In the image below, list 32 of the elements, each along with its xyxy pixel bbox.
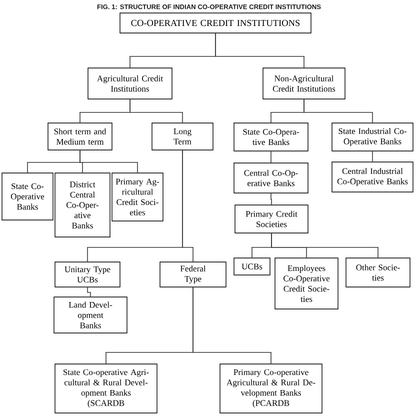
- connector-line: [304, 98, 373, 124]
- institution-box: CO-OPERATIVE CREDIT INSTITUTIONS: [120, 12, 312, 34]
- institution-box: Primary Ag- ricultural Credit Soci- eties: [112, 172, 164, 222]
- connector-line: [80, 150, 138, 174]
- institution-box: Unitary Type UCBs: [54, 262, 120, 288]
- institution-box: Long Term: [152, 122, 214, 150]
- institution-box: District Central Co-Oper- ative Banks: [54, 172, 110, 238]
- institution-box: Federal Type: [160, 262, 226, 288]
- connector-line: [271, 232, 378, 258]
- connector-line: [372, 150, 373, 162]
- institution-box: Central Co-Op- erative Banks: [234, 162, 308, 194]
- institution-box: State Industrial Co- Operative Banks: [332, 122, 414, 152]
- institution-box: Non-Agricultural Credit Institutions: [262, 68, 346, 100]
- connector-line: [215, 32, 304, 68]
- institution-box: State Co-Opera- tive Banks: [234, 122, 308, 152]
- institution-box: Primary Co-operative Agricultural & Rural De- velopment Banks (PCARDB: [220, 364, 322, 414]
- institution-box: State Co-operative Agri- cultural & Rural Devel- opment Banks (SCARDB: [54, 364, 158, 414]
- institution-box: State Co- Operative Banks: [2, 172, 54, 220]
- institution-box: Other Socie- ties: [346, 258, 410, 288]
- institution-box: Land Devel- opment Banks: [54, 296, 128, 334]
- connector-line: [182, 150, 194, 262]
- institution-box: Short term and Medium term: [48, 122, 112, 150]
- connector-line: [270, 150, 272, 164]
- institution-box: UCBs: [234, 258, 270, 276]
- connector-line: [87, 286, 91, 298]
- institution-box: Central Industrial Co-Operative Banks: [332, 162, 414, 192]
- institution-box: Employees Co-Operative Credit Socie- ties: [274, 258, 338, 310]
- institution-box: Agricultural Credit Institutions: [88, 68, 172, 100]
- connector-line: [270, 192, 272, 206]
- connector-line: [130, 98, 183, 124]
- connector-line: [192, 286, 272, 364]
- institution-box: Primary Credit Societies: [234, 204, 308, 234]
